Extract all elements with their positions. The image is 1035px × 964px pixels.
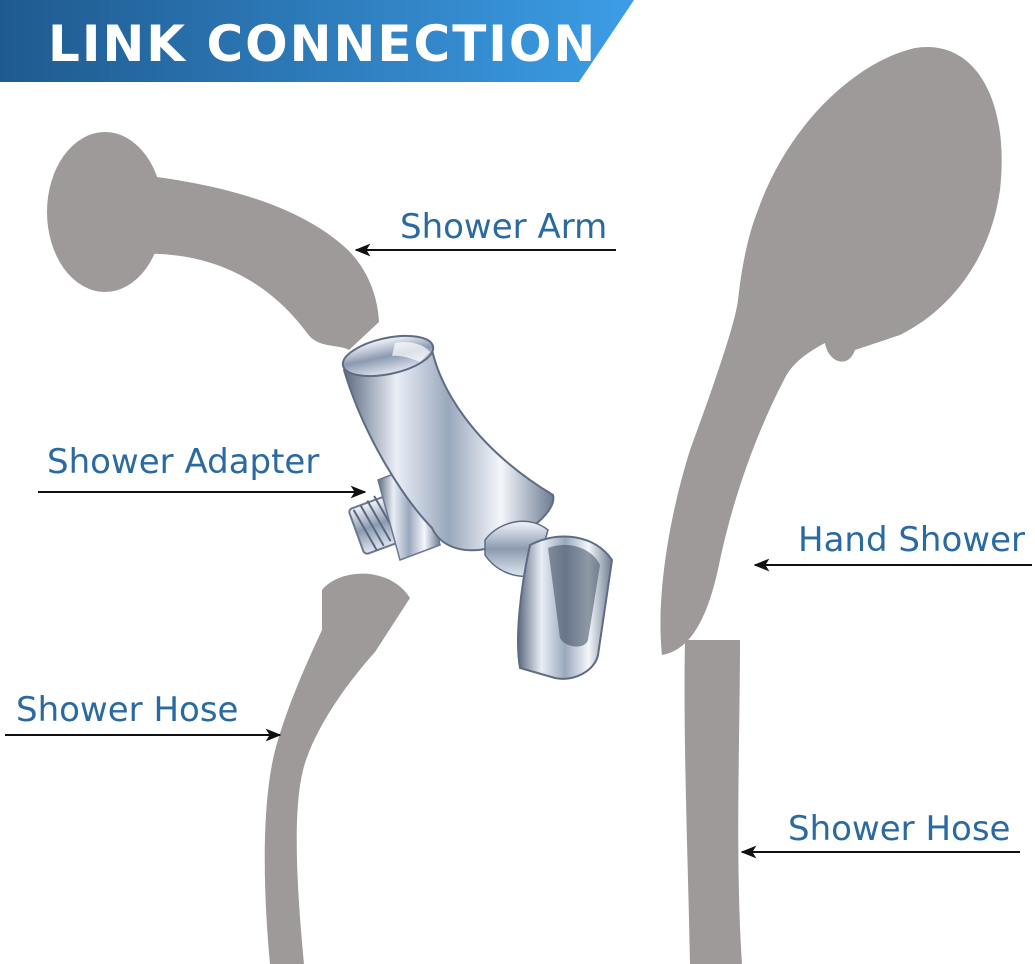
shower-adapter-product — [341, 334, 614, 680]
label-shower-hose-right: Shower Hose — [788, 809, 1011, 849]
shower-hose-silhouette-left — [264, 573, 410, 964]
shower-arm-silhouette — [47, 132, 379, 350]
title-banner — [0, 0, 634, 82]
label-shower-adapter: Shower Adapter — [47, 442, 320, 482]
label-hand-shower: Hand Shower — [798, 520, 1025, 560]
page-title: LINK CONNECTION — [48, 15, 598, 73]
hand-shower-silhouette — [660, 46, 1002, 964]
label-shower-hose-left: Shower Hose — [16, 690, 239, 730]
label-shower-arm: Shower Arm — [400, 207, 608, 247]
